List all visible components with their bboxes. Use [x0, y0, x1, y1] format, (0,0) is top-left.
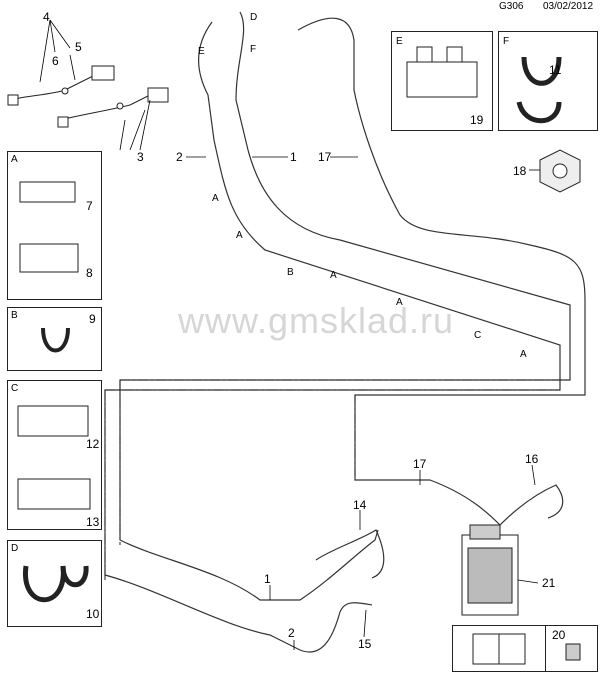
detail-letter-b: B	[11, 310, 18, 321]
callout-20: 20	[552, 628, 566, 642]
clip-10-right	[60, 565, 89, 588]
clip-7	[19, 181, 76, 203]
callout-9: 9	[89, 312, 96, 326]
callout-1-bottom: 1	[264, 572, 271, 586]
detail-letter-d: D	[11, 543, 19, 554]
callout-3: 3	[137, 150, 144, 164]
callout-16: 16	[525, 452, 539, 466]
leader-4	[39, 19, 71, 83]
callout-17-bottom: 17	[413, 457, 427, 471]
clip-6	[61, 87, 69, 95]
detail-box-b: B	[7, 307, 102, 371]
leader-15	[363, 609, 367, 638]
callout-2-bottom: 2	[288, 626, 295, 640]
nut-18-hole	[552, 163, 568, 179]
pipe-letter-a3: A	[330, 270, 337, 281]
detail-letter-f: F	[503, 36, 510, 47]
leader-21	[517, 579, 539, 584]
pipe-letter-c: C	[474, 330, 482, 341]
watermark: www.gmsklad.ru	[177, 300, 455, 341]
detail-letter-e: E	[396, 36, 403, 47]
callout-10: 10	[86, 607, 100, 621]
upper-hose-5	[9, 74, 96, 101]
callout-18: 18	[513, 164, 527, 178]
callout-1-top: 1	[290, 150, 297, 164]
callout-11: 11	[549, 63, 562, 77]
leader-5	[69, 54, 76, 81]
callout-6: 6	[52, 54, 59, 68]
clip-11-bottom	[516, 101, 562, 124]
pipe-letter-a2: A	[236, 230, 243, 241]
canister-grille	[467, 547, 513, 604]
detail-box-d: D	[7, 540, 102, 627]
fitting-5	[91, 65, 115, 81]
detail-box-a: A	[7, 151, 102, 300]
pipe-letter-e: E	[198, 46, 205, 57]
callout-13: 13	[86, 515, 100, 529]
fitting-20	[565, 643, 581, 661]
pipe-letter-a1: A	[212, 193, 219, 204]
clip-9	[41, 327, 70, 353]
clip-13	[17, 478, 91, 510]
detail-box-c: C	[7, 380, 102, 530]
pipe-letter-a5: A	[520, 349, 527, 360]
pipe-16-line	[499, 484, 564, 526]
callout-14: 14	[353, 498, 367, 512]
callout-17-top: 17	[318, 150, 332, 164]
leader-3	[119, 99, 151, 151]
leader-16	[531, 464, 536, 486]
diagram-date: 03/02/2012	[543, 1, 594, 12]
pipe-letter-b: B	[287, 267, 294, 278]
pipe-17-line	[297, 17, 586, 526]
pipe-15-line	[339, 602, 373, 613]
callout-4: 4	[43, 10, 50, 24]
clip-11-top	[521, 56, 562, 86]
pipe-2-line	[104, 21, 561, 653]
callout-2-top: 2	[176, 150, 183, 164]
callout-8: 8	[86, 266, 93, 280]
pipe-letter-d: D	[250, 12, 258, 23]
callout-7: 7	[86, 199, 93, 213]
detail-box-20	[545, 625, 598, 672]
bracket-19	[406, 61, 478, 98]
pipe-letter-a4: A	[396, 297, 403, 308]
callout-21: 21	[542, 576, 556, 590]
clip-3	[116, 102, 124, 110]
connector-left-lower	[57, 116, 69, 128]
detail-box-f: F	[498, 31, 598, 131]
detail-letter-a: A	[11, 154, 18, 165]
callout-5: 5	[75, 40, 82, 54]
manual-reference-box	[452, 625, 547, 672]
callout-12: 12	[86, 437, 100, 451]
detail-letter-c: C	[11, 383, 19, 394]
pipe-14-line	[315, 529, 385, 579]
fitting-3	[147, 87, 169, 103]
clip-10-left	[23, 565, 66, 603]
canister-top	[469, 524, 501, 540]
connector-left-upper	[7, 94, 19, 106]
clip-12	[17, 405, 89, 437]
clip-8	[19, 243, 79, 273]
lower-hose-3	[59, 94, 151, 121]
diagram-code: G306	[499, 1, 524, 12]
callout-15: 15	[358, 637, 372, 651]
detail-box-e: E	[391, 31, 493, 131]
callout-19: 19	[470, 113, 484, 127]
bracket-19-tabs	[416, 46, 463, 62]
pipe-letter-f: F	[250, 44, 257, 55]
